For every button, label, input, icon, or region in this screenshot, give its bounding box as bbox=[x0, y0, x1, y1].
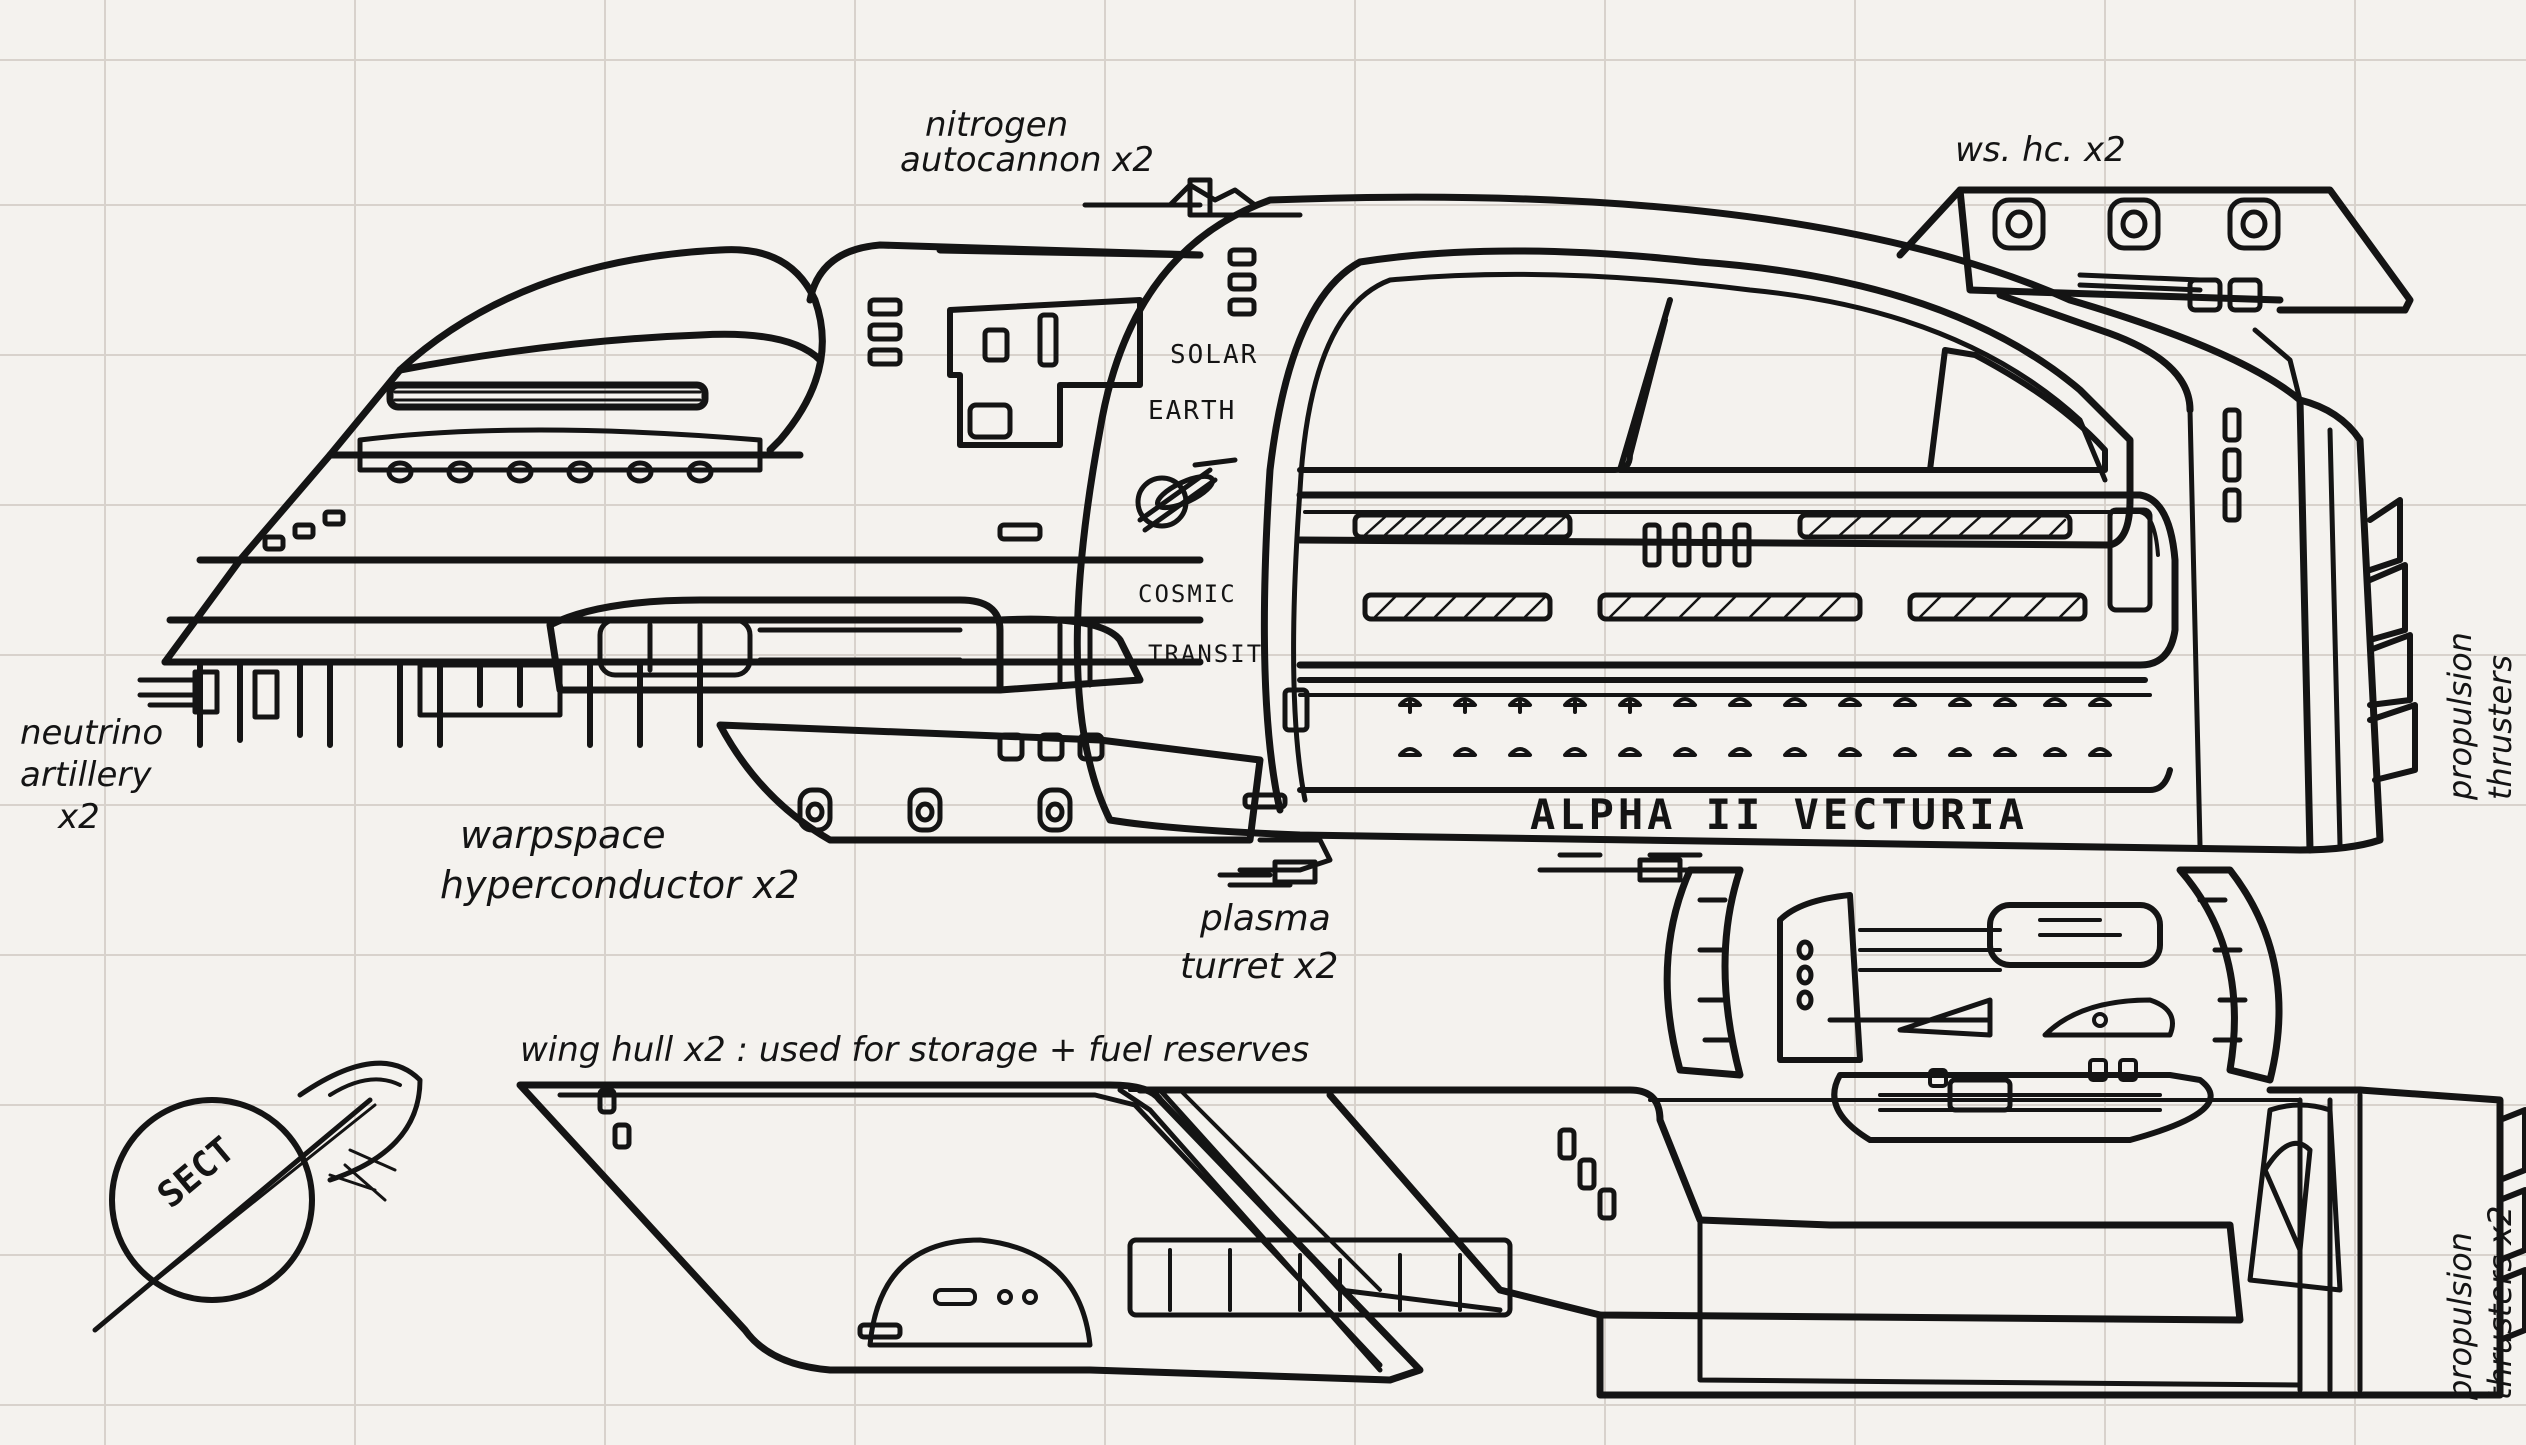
hull-text-cosmic: COSMIC bbox=[1138, 580, 1237, 608]
cockpit-portholes bbox=[1398, 697, 2112, 757]
nitrogen-label-line1: nitrogen bbox=[925, 105, 1069, 145]
warpspace-label-line1: warpspace bbox=[460, 813, 666, 857]
nitrogen-autocannon-label: nitrogen bbox=[925, 105, 1068, 145]
ws-hc-label: ws. hc. x2 bbox=[1955, 130, 2126, 170]
hull-text-earth: EARTH bbox=[1148, 396, 1237, 426]
propulsion-bottom-line1: propulsion bbox=[2441, 1232, 2479, 1400]
nitrogen-autocannon bbox=[1082, 177, 1303, 218]
neutrino-label-line1: neutrino bbox=[20, 713, 164, 753]
warpspace-hyperconductor-label: warpspace hyperconductor x2 bbox=[440, 810, 800, 910]
propulsion-thrusters-bottom-label: propulsion thrusters x2 bbox=[2440, 1206, 2520, 1400]
propulsion-top-line2: thrusters bbox=[2481, 655, 2519, 800]
propulsion-thrusters-top-label: propulsion thrusters bbox=[2440, 632, 2520, 800]
plasma-label-line2: turret x2 bbox=[1180, 946, 1339, 987]
propulsion-bottom-line2: thrusters x2 bbox=[2481, 1205, 2519, 1400]
plasma-label-line1: plasma bbox=[1200, 898, 1331, 939]
nitrogen-label-line2: autocannon x2 bbox=[900, 140, 1155, 180]
propulsion-thrusters-bottom bbox=[2497, 1107, 2526, 1343]
hull-text-solar: SOLAR bbox=[1170, 340, 1259, 370]
warpspace-hyperconductor-top bbox=[1896, 186, 2414, 314]
rear-hull bbox=[161, 241, 1264, 844]
autocannon-label: autocannon x2 bbox=[900, 140, 1154, 180]
lower-connector bbox=[1663, 866, 2283, 1084]
propulsion-top-line1: propulsion bbox=[2441, 632, 2479, 800]
plasma-turret-label: plasma turret x2 bbox=[1180, 895, 1338, 991]
sect-emblem-icon bbox=[92, 1060, 423, 1333]
neutrino-artillery bbox=[137, 669, 280, 720]
solar-earth-emblem-icon bbox=[1135, 457, 1238, 533]
neutrino-label-line2: artillery bbox=[20, 755, 152, 795]
propulsion-thrusters-top bbox=[2367, 497, 2418, 783]
rear-hull-portholes bbox=[386, 460, 714, 484]
ship-name: ALPHA II VECTURIA bbox=[1530, 790, 2028, 839]
wing-hull-label: wing hull x2 : used for storage + fuel r… bbox=[520, 1030, 1310, 1070]
plasma-turret bbox=[1217, 837, 1703, 888]
neutrino-label-line3: x2 bbox=[58, 797, 100, 837]
neutrino-artillery-label: neutrino artillery x2 bbox=[20, 712, 163, 838]
cockpit-module bbox=[997, 193, 2384, 854]
wing-hull bbox=[516, 1058, 2504, 1399]
warpspace-label-line2: hyperconductor x2 bbox=[440, 863, 800, 907]
hull-text-transit: TRANSIT bbox=[1148, 640, 1264, 668]
